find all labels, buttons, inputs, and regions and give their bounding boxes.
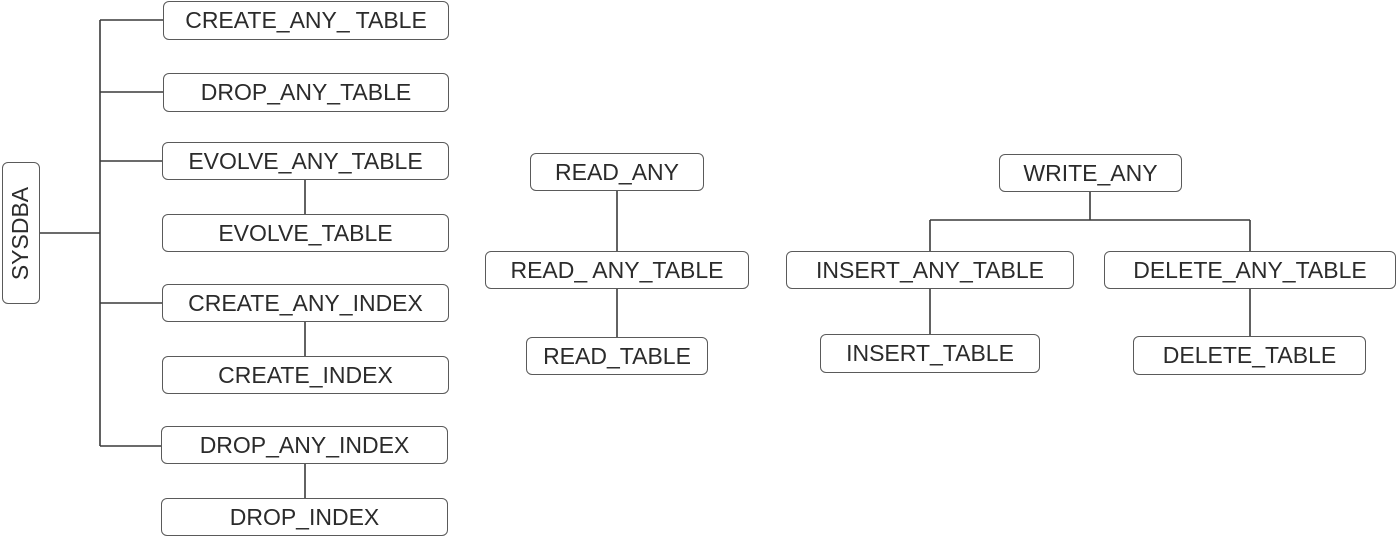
node-delete-table: DELETE_TABLE <box>1133 336 1366 375</box>
node-evolve-table: EVOLVE_TABLE <box>162 214 449 252</box>
node-drop-index: DROP_INDEX <box>161 498 448 536</box>
node-sysdba: SYSDBA <box>2 162 40 304</box>
node-drop-any-index: DROP_ANY_INDEX <box>161 426 448 464</box>
node-create-any-table: CREATE_ANY_ TABLE <box>163 1 449 40</box>
node-insert-table: INSERT_TABLE <box>820 334 1040 373</box>
node-drop-any-table: DROP_ANY_TABLE <box>163 73 449 112</box>
node-create-any-index: CREATE_ANY_INDEX <box>162 284 449 322</box>
node-read-any: READ_ANY <box>530 153 704 191</box>
node-create-index: CREATE_INDEX <box>162 356 449 394</box>
node-write-any: WRITE_ANY <box>999 154 1182 192</box>
node-evolve-any-table: EVOLVE_ANY_TABLE <box>162 142 449 180</box>
node-read-any-table: READ_ ANY_TABLE <box>485 251 749 289</box>
node-insert-any-table: INSERT_ANY_TABLE <box>786 251 1074 289</box>
node-read-table: READ_TABLE <box>526 337 708 375</box>
node-delete-any-table: DELETE_ANY_TABLE <box>1104 251 1396 289</box>
node-sysdba-label: SYSDBA <box>7 186 34 280</box>
